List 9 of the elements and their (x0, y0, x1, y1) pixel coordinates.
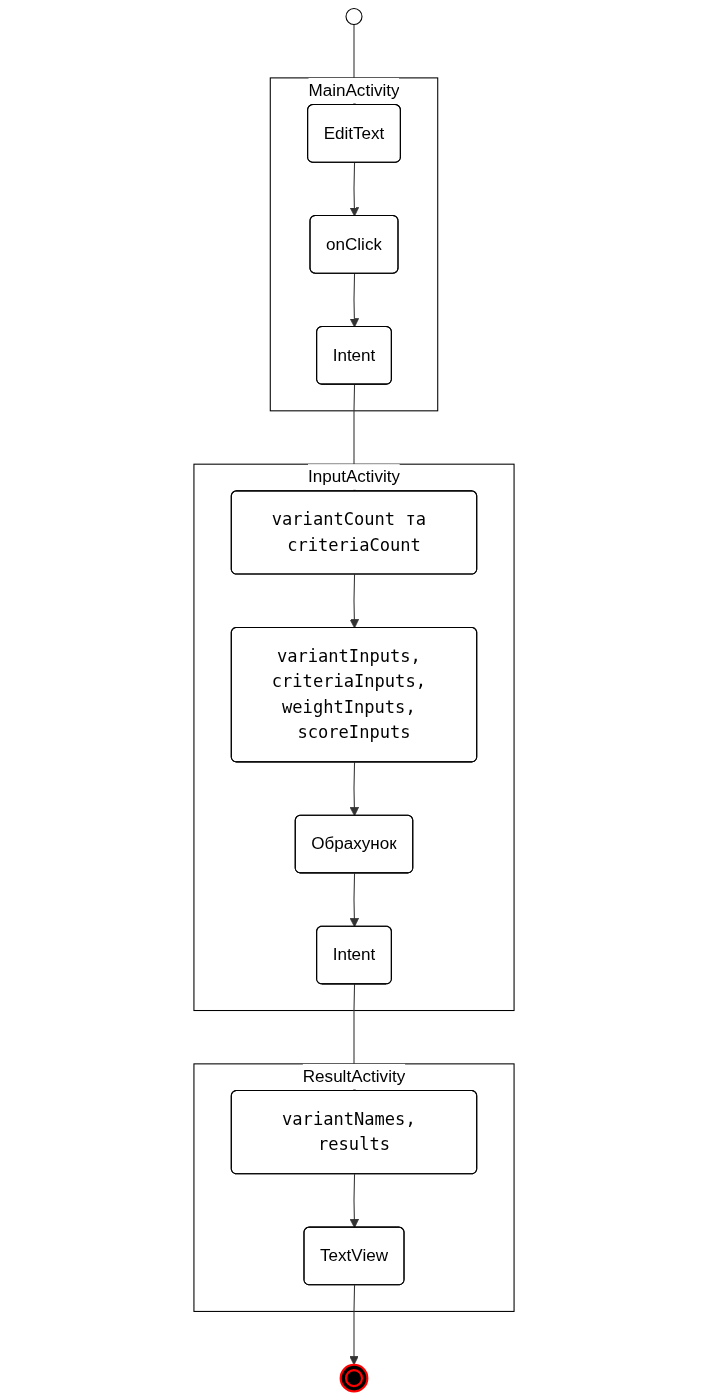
arrow (349, 872, 360, 928)
arrow (349, 574, 360, 629)
arrow (349, 1284, 359, 1366)
arrow (349, 761, 360, 817)
arrow (349, 162, 360, 217)
arrow (349, 1173, 360, 1229)
arrow (349, 273, 360, 328)
node-circle (339, 1363, 369, 1393)
node-circle (345, 8, 363, 26)
